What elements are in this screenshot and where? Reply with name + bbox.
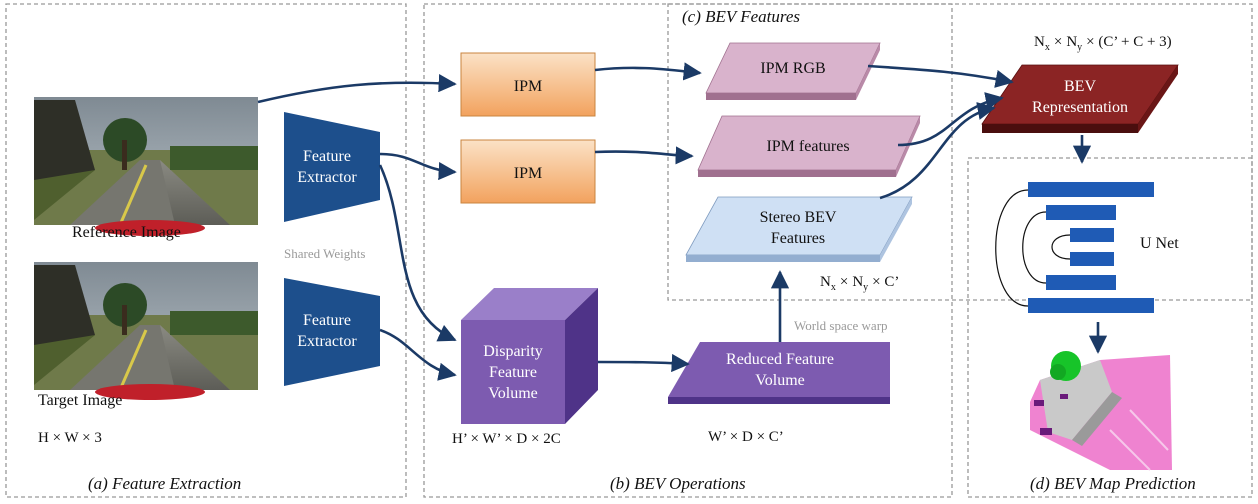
arrow-extractor-to-ipm <box>379 152 457 181</box>
arrow-extractor-bottom-to-disparity <box>379 328 457 381</box>
feature-extractor-bottom-label-2: Extractor <box>297 333 357 350</box>
world-space-warp-label: World space warp <box>794 318 888 333</box>
panel-a-frame <box>5 3 407 498</box>
bev-representation-label-2: Representation <box>1032 99 1128 116</box>
panel-title-b: (b) BEV Operations <box>610 474 746 493</box>
rep-dims-y: y <box>1077 42 1082 53</box>
stereo-dims-x: x <box>831 282 836 293</box>
disparity-label-3: Volume <box>488 385 537 402</box>
stereo-bev-label-2: Features <box>771 230 825 247</box>
reduced-dims: W’ × D × C’ <box>708 429 784 445</box>
arrow-ipm-rgb-to-rep <box>867 64 1014 88</box>
rep-dims-n: N <box>1034 34 1045 50</box>
panel-b-frame <box>423 3 953 498</box>
stereo-dims-n2: N <box>852 274 863 290</box>
ipm-rgb-plane <box>705 42 881 100</box>
arrow-extractor-top-to-disparity <box>378 164 457 342</box>
feature-extractor-bottom <box>284 278 380 386</box>
arrow-ipm-to-ipm-rgb <box>594 62 702 81</box>
panel-title-c: (c) BEV Features <box>682 7 800 26</box>
stereo-dims-y: y <box>863 282 868 293</box>
ipm-rgb-label: IPM RGB <box>760 60 825 77</box>
rep-dims-tail: × (C’ + C + 3) <box>1086 34 1172 50</box>
reduced-label-1: Reduced Feature <box>726 351 834 368</box>
disparity-label-2: Feature <box>489 364 537 381</box>
flow-arrows <box>257 62 1108 381</box>
input-dims: H × W × 3 <box>38 430 102 446</box>
stereo-bev-label-1: Stereo BEV <box>760 209 837 226</box>
unet-diagram <box>995 182 1154 313</box>
ipm-box-bottom <box>460 139 596 204</box>
bev-map-prediction-image <box>1030 351 1172 471</box>
target-image-label: Target Image <box>38 392 122 409</box>
disparity-feature-volume <box>461 288 598 424</box>
shared-weights-label: Shared Weights <box>284 246 365 261</box>
feature-extractor-top-label-1: Feature <box>303 148 351 165</box>
ipm-box-bottom-label: IPM <box>514 165 542 182</box>
rep-dims-n2: N <box>1066 34 1077 50</box>
bev-representation-label-1: BEV <box>1064 78 1096 95</box>
panel-title-d: (d) BEV Map Prediction <box>1030 474 1196 493</box>
arrow-ipm-to-ipm-features <box>594 146 694 165</box>
feature-extractor-bottom-label-1: Feature <box>303 312 351 329</box>
disparity-label-1: Disparity <box>483 343 543 360</box>
arrow-disparity-to-reduced <box>597 353 690 373</box>
disparity-dims: H’ × W’ × D × 2C <box>452 431 561 447</box>
ipm-box-top <box>460 52 596 117</box>
feature-extractor-top <box>284 112 380 222</box>
ipm-features-plane <box>697 115 921 177</box>
reference-image-label: Reference Image <box>72 224 181 241</box>
target-image <box>34 262 258 400</box>
ipm-box-top-label: IPM <box>514 78 542 95</box>
stereo-bev-dims: Nx×Ny× C’ <box>820 274 899 293</box>
arrow-stereo-to-rep <box>879 102 996 200</box>
stereo-dims-times: × <box>840 274 848 290</box>
ipm-features-label: IPM features <box>766 138 849 155</box>
stereo-dims-n: N <box>820 274 831 290</box>
bev-representation-block <box>981 64 1179 133</box>
panel-c-title-bg <box>676 5 826 27</box>
panel-title-a: (a) Feature Extraction <box>88 474 241 493</box>
feature-extractor-top-label-2: Extractor <box>297 169 357 186</box>
reference-image <box>34 97 258 236</box>
panel-d-frame <box>967 157 1253 498</box>
unet-label: U Net <box>1140 235 1179 252</box>
stereo-dims-tail: × C’ <box>872 274 899 290</box>
panel-c-frame <box>667 3 1253 301</box>
rep-dims-times: × <box>1054 34 1062 50</box>
bev-representation-dims: Nx×Ny× (C’ + C + 3) <box>1034 34 1172 53</box>
rep-dims-x: x <box>1045 42 1050 53</box>
stereo-bev-features-plane <box>685 196 913 262</box>
arrow-ref-to-ipm <box>257 74 457 104</box>
reduced-label-2: Volume <box>755 372 804 389</box>
reduced-feature-volume <box>668 342 890 404</box>
